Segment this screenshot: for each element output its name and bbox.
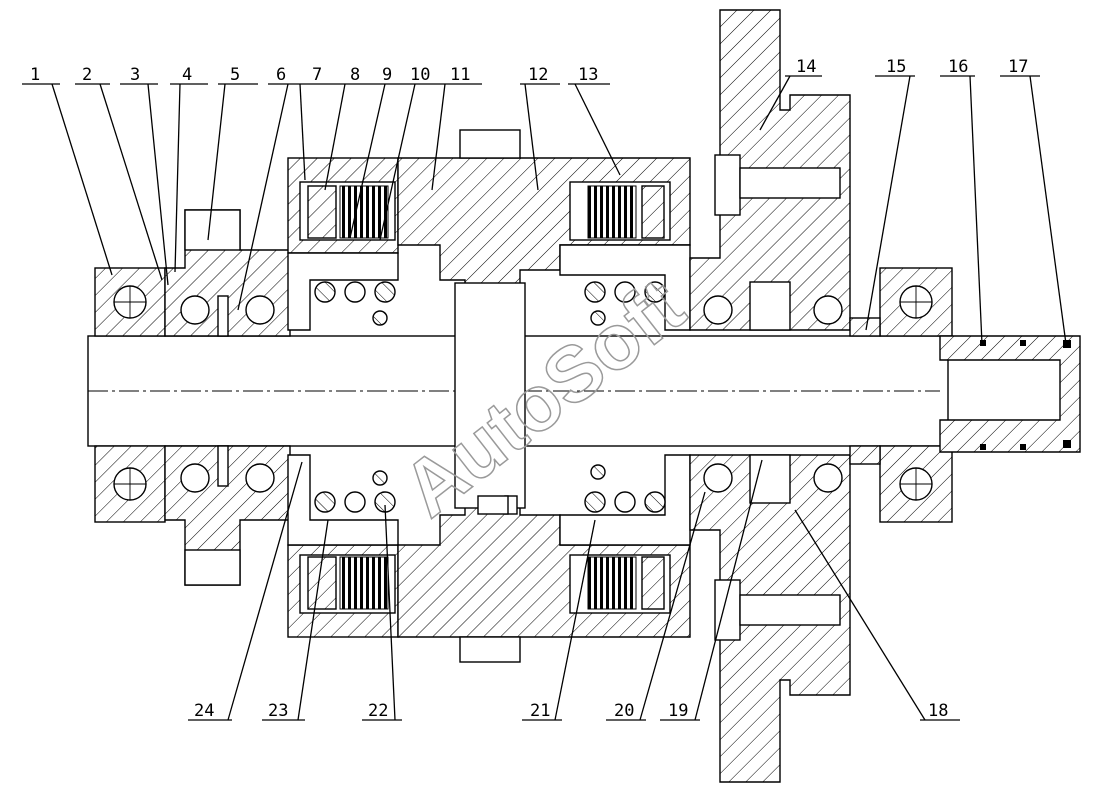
part-label-19: 19 bbox=[668, 701, 688, 721]
part-label-16: 16 bbox=[948, 57, 968, 77]
part-label-5: 5 bbox=[230, 65, 240, 85]
part-label-22: 22 bbox=[368, 701, 388, 721]
part-label-7: 7 bbox=[312, 65, 322, 85]
part-label-24: 24 bbox=[194, 701, 214, 721]
part-label-21: 21 bbox=[530, 701, 550, 721]
part-number-labels: 1 2 3 4 5 6 7 8 9 10 11 12 13 14 15 16 1… bbox=[30, 57, 1028, 721]
part-label-6: 6 bbox=[276, 65, 286, 85]
part-label-17: 17 bbox=[1008, 57, 1028, 77]
part-label-14: 14 bbox=[796, 57, 816, 77]
part-label-23: 23 bbox=[268, 701, 288, 721]
part-label-13: 13 bbox=[578, 65, 598, 85]
part-label-20: 20 bbox=[614, 701, 634, 721]
part-label-4: 4 bbox=[182, 65, 192, 85]
part-label-3: 3 bbox=[130, 65, 140, 85]
output-gear-flange bbox=[689, 9, 851, 783]
leader-lines bbox=[22, 75, 1067, 721]
part-label-8: 8 bbox=[350, 65, 360, 85]
part-label-11: 11 bbox=[450, 65, 470, 85]
left-clutch-pack bbox=[287, 157, 399, 638]
part-label-12: 12 bbox=[528, 65, 548, 85]
part-label-9: 9 bbox=[382, 65, 392, 85]
part-label-1: 1 bbox=[30, 65, 40, 85]
left-gear-hub bbox=[164, 209, 301, 586]
part-label-18: 18 bbox=[928, 701, 948, 721]
part-label-10: 10 bbox=[410, 65, 430, 85]
right-bearing-support bbox=[849, 267, 953, 523]
part-label-15: 15 bbox=[886, 57, 906, 77]
part-label-2: 2 bbox=[82, 65, 92, 85]
shaft-end-rotary-union bbox=[939, 335, 1081, 453]
